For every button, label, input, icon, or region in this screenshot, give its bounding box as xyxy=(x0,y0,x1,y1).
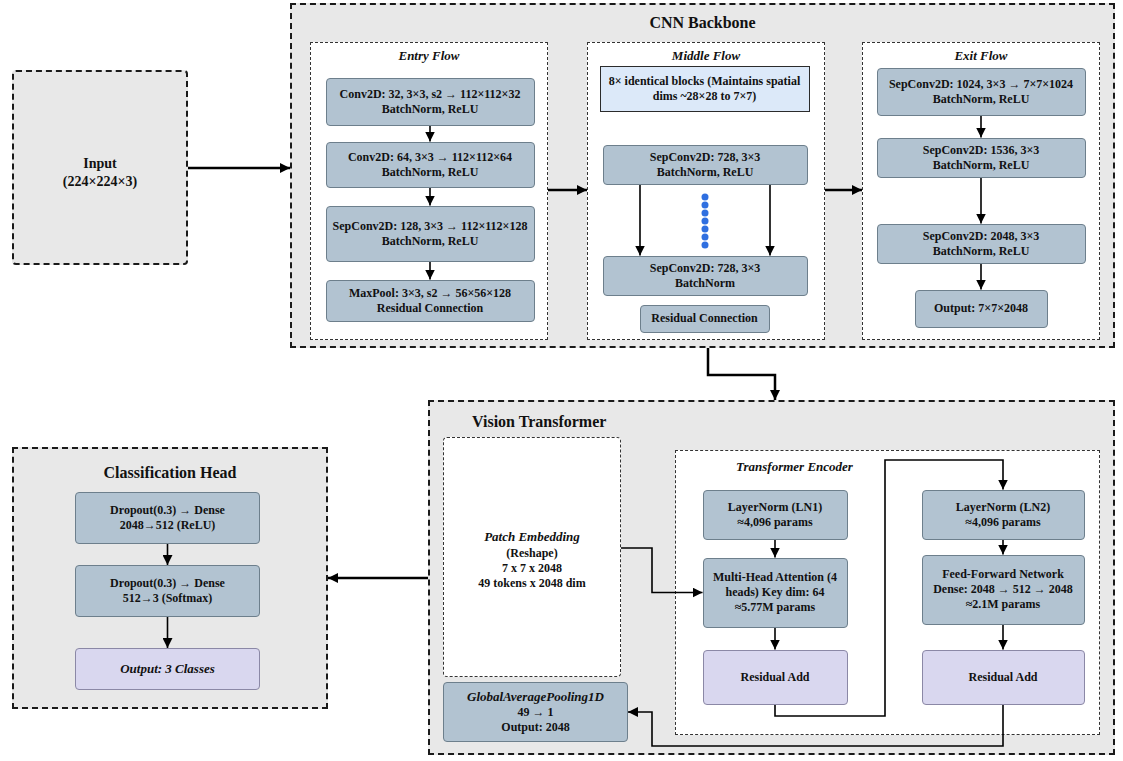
node-label: 7 x 7 x 2048 xyxy=(502,561,562,576)
node-title: Entry Flow xyxy=(311,48,547,64)
node-label: Patch Embedding xyxy=(484,529,580,545)
node-label: Feed-Forward Network Dense: 2048 → 512 →… xyxy=(929,567,1078,612)
ellipsis-dot xyxy=(702,242,709,249)
node-label: SepConv2D: 1024, 3×3 → 7×7×1024 BatchNor… xyxy=(884,77,1079,107)
layer-box: LayerNorm (LN1) ≈4,096 params xyxy=(703,490,848,540)
ellipsis-dot xyxy=(702,226,709,233)
node-label: 8× identical blocks (Maintains spatial d… xyxy=(607,74,803,104)
node-label: Residual Add xyxy=(968,670,1037,685)
node-label: Dropout(0.3) → Dense 512→3 (Softmax) xyxy=(98,576,238,606)
node-label: SepConv2D: 728, 3×3 BatchNorm, ReLU xyxy=(630,150,780,180)
node-label: Conv2D: 64, 3×3 → 112×112×64 BatchNorm, … xyxy=(333,150,528,180)
layer-box: Multi-Head Attention (4 heads) Key dim: … xyxy=(703,558,848,628)
layer-box: Conv2D: 32, 3×3, s2 → 112×112×32 BatchNo… xyxy=(326,78,535,126)
ellipsis-dot xyxy=(702,202,709,209)
ellipsis-dot xyxy=(702,194,709,201)
layer-box: Feed-Forward Network Dense: 2048 → 512 →… xyxy=(922,555,1085,625)
node-title: CNN Backbone xyxy=(292,13,1113,33)
ellipsis-dot xyxy=(702,210,709,217)
node-title: Middle Flow xyxy=(588,48,824,64)
node-title: Exit Flow xyxy=(863,48,1099,64)
node-label: Residual Add xyxy=(740,670,809,685)
panel: Middle Flow 8× identical blocks (Maintain… xyxy=(587,42,825,340)
layer-box: SepConv2D: 1024, 3×3 → 7×7×1024 BatchNor… xyxy=(877,68,1086,116)
arrow-connector xyxy=(188,167,290,170)
node-label: Multi-Head Attention (4 heads) Key dim: … xyxy=(710,570,840,615)
arrow-connector xyxy=(328,577,428,580)
arrow-connector xyxy=(980,116,982,138)
layer-box: Residual Add xyxy=(703,650,848,705)
layer-box: Input (224×224×3) xyxy=(12,70,188,265)
node-title: Vision Transformer xyxy=(430,412,1113,432)
arrow-connector xyxy=(708,348,775,400)
node-label: SepConv2D: 128, 3×3 → 112×112×128 BatchN… xyxy=(333,219,528,249)
arrow-connector xyxy=(1002,540,1004,555)
node-title: Classification Head xyxy=(14,463,326,483)
node-label: Output: 3 Classes xyxy=(120,661,215,677)
layer-box: Residual Add xyxy=(922,650,1085,705)
arrow-connector xyxy=(774,540,776,558)
node-label: 49 tokens x 2048 dim xyxy=(478,576,585,591)
arrow-connector xyxy=(1002,625,1004,650)
layer-box: GlobalAveragePooling1D49 → 1Output: 2048 xyxy=(443,682,628,742)
layer-box: Residual Connection xyxy=(640,305,770,333)
node-label: SepConv2D: 728, 3×3 BatchNorm xyxy=(630,261,780,291)
node-label: MaxPool: 3×3, s2 → 56×56×128 Residual Co… xyxy=(333,286,528,316)
layer-box: MaxPool: 3×3, s2 → 56×56×128 Residual Co… xyxy=(326,280,535,322)
layer-box: SepConv2D: 128, 3×3 → 112×112×128 BatchN… xyxy=(326,206,535,262)
layer-box: SepConv2D: 728, 3×3 BatchNorm xyxy=(603,256,808,296)
layer-box: SepConv2D: 728, 3×3 BatchNorm, ReLU xyxy=(603,145,808,185)
arrow-connector xyxy=(429,262,431,280)
arrow-connector xyxy=(429,126,431,142)
node-label: 49 → 1 xyxy=(518,705,554,720)
panel: Vision TransformerPatch Embedding(Reshap… xyxy=(428,400,1115,755)
node-label: LayerNorm (LN1) ≈4,096 params xyxy=(720,500,830,530)
arrow-connector xyxy=(548,189,587,192)
panel: Entry FlowConv2D: 32, 3×3, s2 → 112×112×… xyxy=(310,42,548,340)
arrow-connector xyxy=(167,617,169,648)
node-label: SepConv2D: 2048, 3×3 BatchNorm, ReLU xyxy=(906,229,1056,259)
node-label: LayerNorm (LN2) ≈4,096 params xyxy=(948,500,1058,530)
arrow-connector xyxy=(639,185,641,256)
panel: CNN BackboneEntry FlowConv2D: 32, 3×3, s… xyxy=(290,3,1115,348)
layer-box: Patch Embedding(Reshape)7 x 7 x 204849 t… xyxy=(443,437,621,677)
layer-box: SepConv2D: 1536, 3×3 BatchNorm, ReLU xyxy=(877,138,1086,178)
ellipsis-dot xyxy=(702,218,709,225)
layer-box: Dropout(0.3) → Dense 512→3 (Softmax) xyxy=(75,565,260,617)
layer-box: LayerNorm (LN2) ≈4,096 params xyxy=(922,490,1085,540)
layer-box: Output: 7×7×2048 xyxy=(915,290,1048,328)
node-label: (Reshape) xyxy=(506,546,557,561)
arrow-connector xyxy=(980,264,982,290)
layer-box: Output: 3 Classes xyxy=(75,648,260,690)
node-label: Dropout(0.3) → Dense 2048→512 (ReLU) xyxy=(98,503,238,533)
node-label: Output: 7×7×2048 xyxy=(934,301,1028,316)
arrow-connector xyxy=(769,185,771,256)
arrow-connector xyxy=(774,628,776,650)
ellipsis-dot xyxy=(702,234,709,241)
node-label: GlobalAveragePooling1D xyxy=(467,689,604,705)
layer-box: Conv2D: 64, 3×3 → 112×112×64 BatchNorm, … xyxy=(326,142,535,188)
node-label: Input (224×224×3) xyxy=(50,155,150,190)
arrow-connector xyxy=(167,544,169,565)
arrow-connector xyxy=(980,178,982,224)
panel: Classification HeadDropout(0.3) → Dense … xyxy=(12,447,328,709)
layer-box: 8× identical blocks (Maintains spatial d… xyxy=(600,66,810,112)
layer-box: Dropout(0.3) → Dense 2048→512 (ReLU) xyxy=(75,492,260,544)
node-label: SepConv2D: 1536, 3×3 BatchNorm, ReLU xyxy=(906,143,1056,173)
layer-box: SepConv2D: 2048, 3×3 BatchNorm, ReLU xyxy=(877,224,1086,264)
panel: Transformer EncoderLayerNorm (LN1) ≈4,09… xyxy=(675,450,1100,735)
arrow-connector xyxy=(825,189,862,192)
node-label: Conv2D: 32, 3×3, s2 → 112×112×32 BatchNo… xyxy=(333,87,528,117)
node-title: Transformer Encoder xyxy=(676,459,1099,475)
node-label: Output: 2048 xyxy=(501,720,569,735)
arrow-connector xyxy=(429,188,431,206)
node-label: Residual Connection xyxy=(651,311,757,326)
